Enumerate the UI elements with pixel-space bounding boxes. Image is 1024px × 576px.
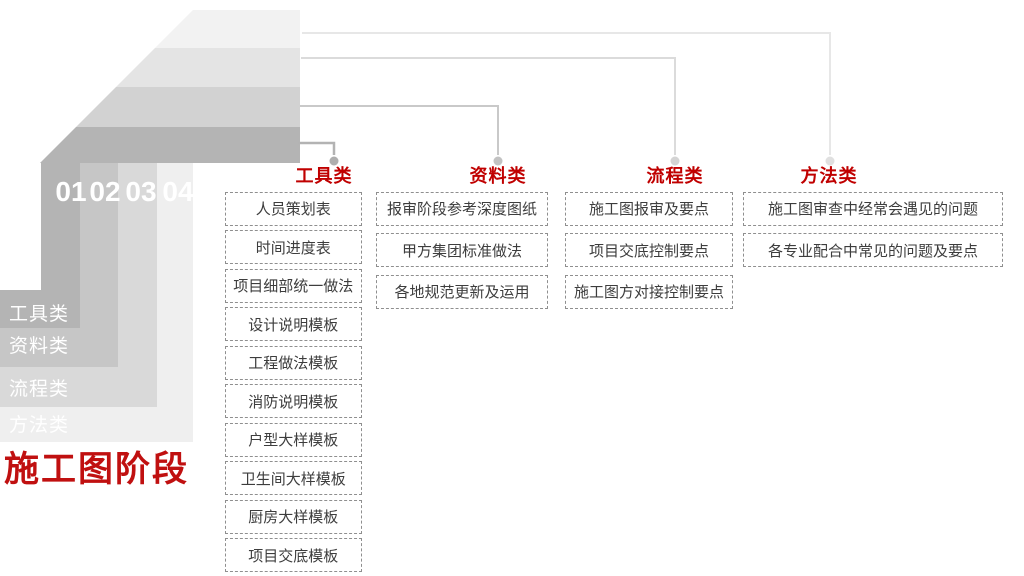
item-box: 项目细部统一做法: [224, 268, 362, 303]
item-box: 项目交底控制要点: [565, 233, 733, 267]
deco-step-03: [0, 163, 157, 407]
deco-strip-4: [40, 127, 300, 163]
deco-step-04: [0, 163, 193, 442]
connector-dot-process: [670, 156, 680, 166]
item-box: 户型大样模板: [224, 422, 362, 457]
item-box: 卫生间大样模板: [224, 461, 362, 495]
item-box: 报审阶段参考深度图纸: [376, 191, 548, 226]
item-box: 人员策划表: [224, 191, 362, 226]
item-box: 各专业配合中常见的问题及要点: [743, 233, 1003, 267]
band-label-materials: 资料类: [9, 336, 70, 357]
step-number-03: 03: [125, 176, 157, 207]
deco-strip-2: [116, 48, 300, 87]
page-title: 施工图阶段: [4, 450, 190, 489]
column-header-methods: 方法类: [800, 166, 858, 186]
item-box: 设计说明模板: [224, 307, 362, 341]
item-box: 施工图审查中经常会遇见的问题: [743, 191, 1003, 226]
step-number-04: 04: [162, 176, 194, 207]
item-box: 工程做法模板: [224, 345, 362, 380]
item-box: 施工图报审及要点: [565, 191, 733, 226]
connector-dot-materials: [493, 156, 503, 166]
band-label-methods: 方法类: [9, 415, 70, 436]
deco-step-02: [0, 163, 118, 367]
item-box: 项目交底模板: [224, 538, 362, 572]
item-box: 施工图方对接控制要点: [565, 274, 733, 309]
connector-methods: [302, 32, 831, 155]
item-box: 各地规范更新及运用: [376, 274, 548, 309]
connector-dot-tools: [329, 156, 339, 166]
connector-tools: [298, 141, 336, 155]
item-box: 时间进度表: [224, 230, 362, 264]
column-header-materials: 资料类: [469, 166, 527, 186]
item-box: 甲方集团标准做法: [376, 233, 548, 267]
step-number-01: 01: [55, 176, 87, 207]
connector-process: [301, 57, 676, 155]
band-label-tools: 工具类: [9, 304, 70, 325]
item-box: 厨房大样模板: [224, 499, 362, 534]
connector-dot-methods: [825, 156, 835, 166]
column-header-tools: 工具类: [295, 166, 353, 186]
deco-step-01: [0, 163, 80, 328]
step-number-02: 02: [89, 176, 121, 207]
deco-strip-1: [155, 10, 300, 48]
item-box: 消防说明模板: [224, 384, 362, 418]
deco-strip-3: [76, 87, 300, 127]
column-header-process: 流程类: [646, 166, 704, 186]
band-label-process: 流程类: [9, 379, 70, 400]
connector-materials: [300, 105, 499, 155]
